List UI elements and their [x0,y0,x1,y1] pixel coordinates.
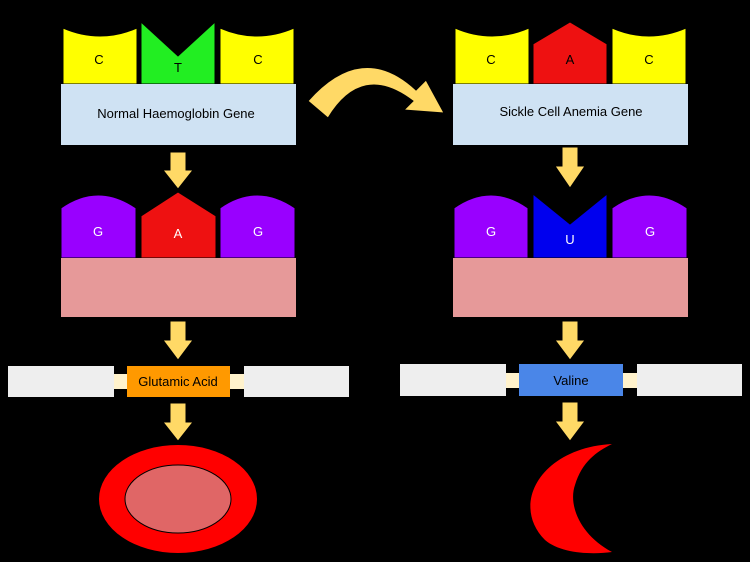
left-chain-link-1 [114,374,127,389]
right-gene-label: Sickle Cell Anemia Gene [499,104,642,119]
right-rna-base-3 [611,194,688,259]
right-arrow-1 [554,146,586,189]
left-gene-label: Normal Haemoglobin Gene [97,106,255,121]
right-dna-base-3 [611,27,687,85]
right-gene-box [453,84,688,145]
right-rna-base-1 [453,194,529,259]
left-rna-base-1 [60,194,137,259]
right-chain-segment-1 [400,364,506,396]
left-rna-base-3-label: G [253,224,263,239]
left-dna-bases: C T C [62,20,295,85]
right-dna-base-1 [454,27,530,85]
left-dna-base-3 [219,27,295,85]
right-arrow-2 [554,320,586,361]
left-chain-segment-2 [244,366,349,397]
left-arrow-2 [162,320,194,361]
left-arrow-1 [161,151,195,190]
left-dna-base-2-label: T [174,60,182,75]
left-amino-acid [127,366,230,397]
left-rna-strand [61,258,296,317]
right-rna-base-2-label: U [565,232,574,247]
sickle-red-blood-cell [530,444,612,554]
left-rna-bases: G A G [60,191,296,259]
left-chain-link-2 [230,374,244,389]
mutation-arrow [307,67,445,119]
right-dna-base-3-label: C [644,52,653,67]
right-dna-bases: C A C [454,21,687,85]
right-rna-strand [453,258,688,317]
left-dna-base-1-label: C [94,52,103,67]
left-amino-acid-label: Glutamic Acid [138,374,217,389]
left-dna-base-3-label: C [253,52,262,67]
right-amino-acid-label: Valine [553,373,588,388]
left-dna-base-1 [62,27,138,85]
right-dna-base-2-label: A [566,52,575,67]
right-chain-link-2 [623,373,637,388]
left-chain-segment-1 [8,366,114,397]
left-rna-base-2-label: A [174,226,183,241]
right-chain-segment-2 [637,364,742,396]
right-rna-base-3-label: G [645,224,655,239]
right-dna-base-1-label: C [486,52,495,67]
right-rna-base-1-label: G [486,224,496,239]
left-rna-base-1-label: G [93,224,103,239]
right-amino-acid [519,364,623,396]
left-dna-base-2 [140,20,216,85]
left-rna-base-3 [219,194,296,259]
right-arrow-3 [554,401,586,442]
left-gene-box [61,84,296,145]
left-arrow-3 [161,402,195,442]
normal-cell-center [124,464,232,534]
right-rna-bases: G U G [453,192,688,259]
right-chain-link-1 [506,373,519,388]
